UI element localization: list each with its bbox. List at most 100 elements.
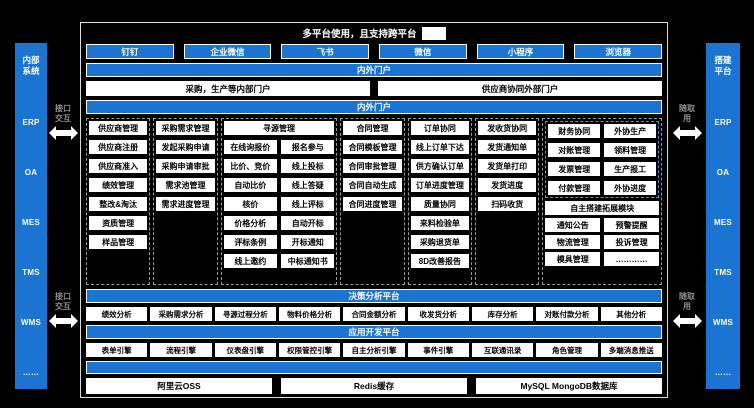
module-column: 外协生产领料管理生产报工外协进度 [604,124,657,195]
engine-item: 权限管控引擎 [278,343,341,357]
module-item: 开标通知 [281,235,335,249]
extension-item: ………… [604,252,660,266]
diagram-title: 多平台使用，且支持跨平台 [302,29,417,40]
double-arrow-icon [672,126,702,140]
diagram-title-row: 多平台使用，且支持跨平台 [86,26,662,40]
double-arrow-icon [48,126,78,140]
module-subcolumns: 在线询报价比价、竞价自动比价核价价格分析评标条例线上邀约报名参与线上投标线上答疑… [223,140,335,268]
extension-item: 模具管理 [545,252,601,266]
module-item: 中标通知书 [281,254,335,268]
internal-system-item: WMS [20,318,42,328]
infra-bar [86,361,662,374]
client-apps-row: 钉钉企业微信飞书微信小程序浏览器 [86,44,663,59]
module-item: 发货通知单 [478,140,537,154]
analysis-item: 收发货分析 [407,307,469,321]
module-item: 订单进度管理 [410,178,470,192]
module-column: 寻源管理在线询报价比价、竞价自动比价核价价格分析评标条例线上邀约报名参与线上投标… [220,118,338,285]
right-connector-lower: 随取用 [671,292,703,328]
infra-item: 阿里云OSS [86,378,272,394]
infra-item: Redis缓存 [281,378,467,394]
decision-platform-bar: 决策分析平台 [86,289,662,303]
module-item: 整改&淘汰 [89,197,148,211]
portal-box: 供应商协同外部门户 [378,81,662,96]
build-platform-item: OA [716,168,730,178]
extension-header: 自主搭建拓展模块 [545,201,660,215]
module-header: 寻源管理 [223,121,335,135]
module-item: 发货进度 [478,178,537,192]
module-subcolumn: 在线询报价比价、竞价自动比价核价价格分析评标条例线上邀约 [223,140,278,268]
module-column: 供应商管理供应商注册供应商准入绩效管理整改&淘汰资质管理样品管理 [86,118,151,285]
module-column: 发收货协同发货通知单发货单打印发货进度扫码收货 [475,118,540,285]
module-header: 供应商管理 [89,121,148,135]
module-column: 合同管理合同模板管理合同审批管理合同自动生成合同进度管理 [340,118,405,285]
module-item: 对账管理 [548,143,601,157]
internal-system-item: …… [22,368,40,377]
module-item: 合同进度管理 [343,197,402,211]
module-item: 线上评标 [281,197,335,211]
module-item: 质量协同 [410,197,470,211]
build-platform-item: MES [714,218,732,228]
collab-extension-group: 财务协同对账管理发票管理付款管理外协生产领料管理生产报工外协进度自主搭建拓展模块… [542,118,663,285]
module-item: 生产报工 [604,162,657,176]
engine-item: 表单引擎 [86,343,148,357]
module-header: 外协生产 [604,124,657,138]
module-item: 发货单打印 [478,159,537,173]
appdev-platform-bar: 应用开发平台 [86,325,662,339]
module-item: 供方确认订单 [410,159,470,173]
engine-item: 多端消息推送 [600,343,662,357]
engine-item: 事件引擎 [407,343,469,357]
portals-row: 采购，生产等内部门户供应商协同外部门户 [86,81,662,96]
module-header: 合同管理 [343,121,402,135]
module-item: 自动开标 [281,216,335,230]
module-item: 线上订单下达 [410,140,470,154]
extension-item: 预警提醒 [604,218,660,232]
module-item: 来料检验单 [410,216,470,230]
app-button: 钉钉 [86,44,174,59]
module-column: 财务协同对账管理发票管理付款管理 [548,124,601,195]
redacted-logo-box [421,26,446,40]
module-item: 价格分析 [223,216,278,230]
module-item: 合同自动生成 [343,178,402,192]
module-item: 评标条例 [223,235,278,249]
analysis-item: 对账付款分析 [536,307,598,321]
build-platform-title: 搭建平台 [714,55,732,77]
collab-bar: 内外门户 [86,100,662,114]
module-item: 需求进度管理 [156,197,215,211]
app-button: 企业微信 [183,44,272,59]
appdev-engines-row: 表单引擎流程引擎仪表盘引擎权限管控引擎自主分析引擎事件引擎互联通讯录角色管理多端… [86,343,662,357]
on-demand-use-label: 随取用 [679,104,695,123]
analysis-item: 合同金额分析 [343,307,405,321]
module-column: 采购需求管理发起采购申请采购申请审批需求池管理需求进度管理 [153,118,218,285]
internal-system-item: OA [24,168,38,178]
module-item: 在线询报价 [223,140,278,154]
double-arrow-icon [48,314,78,328]
analysis-item: 寻源过程分析 [214,307,276,321]
build-platform-item: ERP [714,118,732,128]
analysis-item: 其他分析 [600,307,662,321]
module-grid: 供应商管理供应商注册供应商准入绩效管理整改&淘汰资质管理样品管理采购需求管理发起… [86,118,663,285]
module-item: 采购申请审批 [156,159,215,173]
infra-item: MySQL MongoDB数据库 [476,378,662,394]
internal-system-title: 内部系统 [22,55,40,77]
on-demand-use-label: 随取用 [679,292,695,311]
module-item: 领料管理 [604,143,657,157]
module-subcolumn: 报名参与线上投标线上答疑线上评标自动开标开标通知中标通知书 [281,140,335,268]
module-item: 外协进度 [604,181,657,195]
app-button: 小程序 [476,44,565,59]
extension-row: 通知公告预警提醒 [545,218,660,232]
engine-item: 互联通讯录 [471,343,534,357]
module-item: 付款管理 [548,181,601,195]
module-header: 订单协同 [410,121,470,135]
build-platform-item: WMS [712,318,734,328]
module-item: 自动比价 [223,178,278,192]
module-item: 比价、竞价 [223,159,278,173]
build-platform-item: TMS [714,268,732,278]
module-item: 扫码收货 [478,197,537,211]
portal-bar: 内外门户 [86,63,662,77]
app-button: 浏览器 [574,44,663,59]
module-item: 样品管理 [89,235,148,249]
interface-interaction-label: 接口交互 [55,104,71,123]
